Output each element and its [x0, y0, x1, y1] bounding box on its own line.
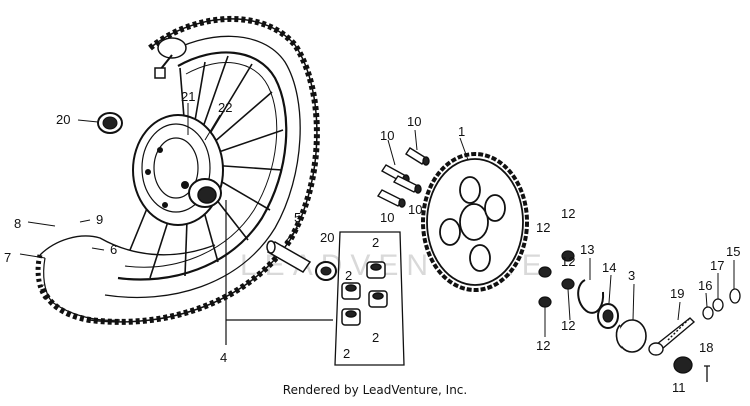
callout-11: 11	[672, 380, 686, 395]
spacer-tube-5	[266, 240, 312, 273]
bolt	[376, 189, 406, 208]
damper	[366, 261, 386, 279]
callout-14: 14	[602, 260, 616, 275]
callout-1: 1	[458, 124, 465, 139]
callout-12: 12	[536, 338, 550, 353]
damper-group-box	[334, 231, 405, 366]
callout-10: 10	[380, 128, 394, 143]
tube-cutaway-top	[154, 37, 187, 79]
chain-adjuster-19	[648, 317, 696, 356]
footer-credit: Rendered by LeadVenture, Inc.	[282, 383, 468, 397]
callout-13: 13	[580, 242, 594, 257]
collar-3	[615, 319, 647, 353]
bolts-10	[376, 147, 430, 208]
callout-leaders	[19, 103, 735, 337]
callout-9: 9	[96, 212, 103, 227]
sprocket-1	[421, 152, 529, 292]
axle-nut-11	[673, 356, 693, 374]
bearing-20-right	[315, 261, 337, 281]
bearing-20-left	[77, 112, 123, 134]
bolt	[405, 147, 430, 166]
cap-nut-15	[729, 288, 741, 304]
callout-7: 7	[4, 250, 11, 265]
callout-2: 2	[372, 330, 379, 345]
callout-19: 19	[670, 286, 684, 301]
callout-10: 10	[380, 210, 394, 225]
callout-2: 2	[345, 268, 352, 283]
callout-2: 2	[343, 346, 350, 361]
callout-4: 4	[220, 350, 227, 365]
callout-10: 10	[407, 114, 421, 129]
callout-12: 12	[561, 206, 575, 221]
callout-22: 22	[218, 100, 232, 115]
callout-12: 12	[536, 220, 550, 235]
callout-2: 2	[372, 235, 379, 250]
callout-17: 17	[710, 258, 724, 273]
nuts-12	[538, 250, 575, 308]
damper	[368, 290, 388, 308]
circlip-13	[577, 279, 605, 314]
callout-16: 16	[698, 278, 712, 293]
cotter-pin-18	[704, 365, 710, 382]
dampers-2	[341, 261, 388, 326]
callout-5: 5	[294, 210, 301, 225]
callout-20: 20	[56, 112, 70, 127]
nut-17	[712, 298, 724, 312]
callout-3: 3	[628, 268, 635, 283]
damper	[341, 282, 361, 300]
callout-12: 12	[561, 318, 575, 333]
callout-10: 10	[408, 202, 422, 217]
callout-12: 12	[561, 254, 575, 269]
callout-20: 20	[320, 230, 334, 245]
seal-14	[597, 303, 619, 329]
damper	[341, 308, 361, 326]
callout-18: 18	[699, 340, 713, 355]
callout-6: 6	[110, 242, 117, 257]
washer-16	[702, 306, 714, 320]
callout-21: 21	[181, 89, 195, 104]
bolt	[392, 175, 422, 194]
leader-lines-4	[225, 200, 333, 345]
callout-labels: 1 2 2 2 2 3 4 5 6 7 8 9 10 10 10 10 11 1…	[4, 89, 740, 395]
tire	[35, 15, 320, 325]
callout-15: 15	[726, 244, 740, 259]
callout-8: 8	[14, 216, 21, 231]
hub	[132, 114, 224, 226]
